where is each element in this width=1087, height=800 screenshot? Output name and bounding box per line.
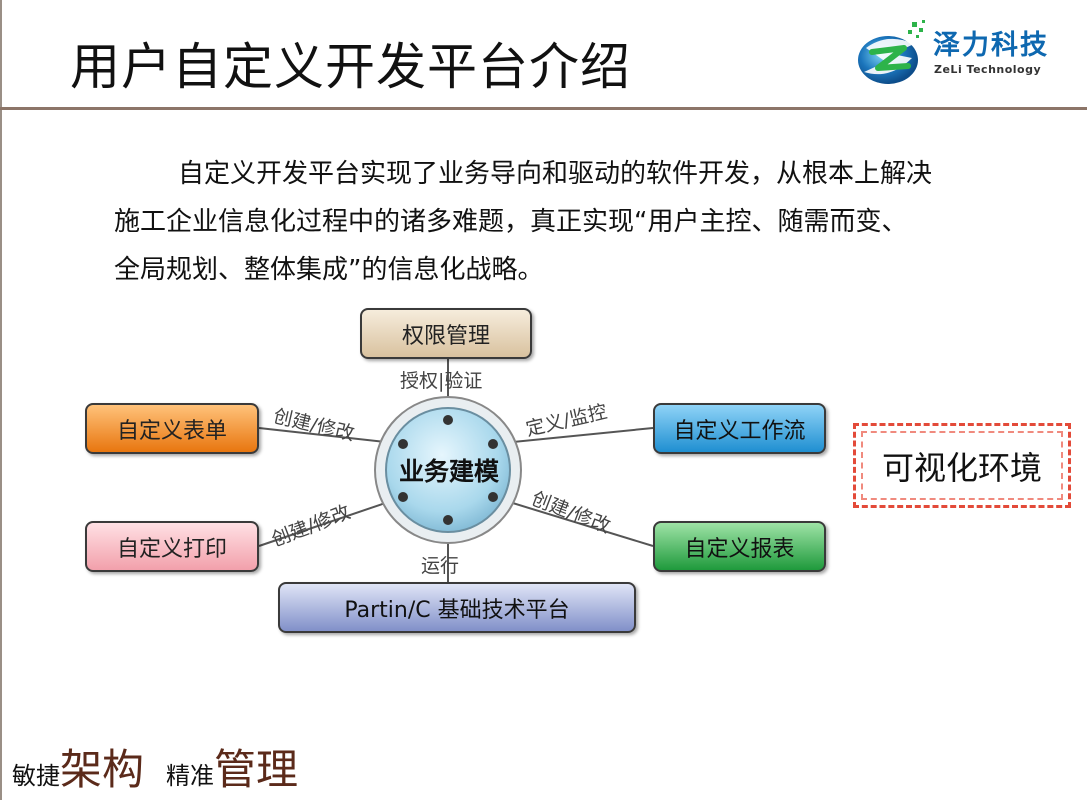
hub-dot-bottom — [443, 515, 453, 525]
logo-name-en: ZeLi Technology — [934, 63, 1042, 76]
title-divider — [0, 107, 1087, 110]
edge-label-run: 运行 — [421, 555, 460, 577]
edge-workflow — [492, 427, 654, 445]
slogan-management: 管理 — [214, 745, 299, 794]
node-custom-form: 自定义表单 — [85, 403, 259, 454]
callout-inner-border — [861, 431, 1063, 500]
company-logo: 泽力科技 ZeLi Technology — [852, 18, 1072, 90]
hub-dot-lower-right — [488, 492, 498, 502]
intro-line: 自定义开发平台实现了业务导向和驱动的软件开发，从根本上解决 — [178, 159, 933, 189]
hub-core — [385, 407, 511, 533]
edge-report — [492, 496, 654, 547]
node-custom-workflow: 自定义工作流 — [653, 403, 826, 454]
callout-label: 可视化环境 — [881, 448, 1042, 487]
hub-dot-top — [443, 415, 453, 425]
page-title: 用户自定义开发平台介绍 — [70, 38, 631, 96]
node-base-platform: Partin/C 基础技术平台 — [278, 582, 636, 633]
footer-slogan: 敏捷架构精准管理 — [12, 736, 298, 797]
edge-form — [258, 427, 404, 445]
node-permission-management: 权限管理 — [360, 308, 532, 359]
zeli-logo-icon — [858, 20, 925, 84]
hub-dot-right — [488, 439, 498, 449]
visual-environment-callout: 可视化环境 — [853, 423, 1071, 508]
intro-line: 施工企业信息化过程中的诸多难题，真正实现“用户主控、随需而变、 — [114, 207, 908, 237]
node-custom-report: 自定义报表 — [653, 521, 826, 572]
intro-line: 全局规划、整体集成”的信息化战略。 — [114, 255, 544, 285]
slogan-architecture: 架构 — [60, 745, 145, 794]
hub-dot-lower-left — [398, 492, 408, 502]
edge-print — [258, 496, 404, 547]
hub-dot-left — [398, 439, 408, 449]
slogan-precise: 精准 — [166, 762, 215, 790]
edge-label-auth: 授权|验证 — [400, 370, 483, 392]
logo-name-cn: 泽力科技 — [933, 30, 1049, 61]
hub-label: 业务建模 — [398, 457, 499, 486]
left-border — [0, 0, 2, 800]
intro-paragraph: 自定义开发平台实现了业务导向和驱动的软件开发，从根本上解决 施工企业信息化过程中… — [114, 150, 1074, 294]
node-custom-print: 自定义打印 — [85, 521, 259, 572]
slogan-agile: 敏捷 — [12, 762, 60, 790]
